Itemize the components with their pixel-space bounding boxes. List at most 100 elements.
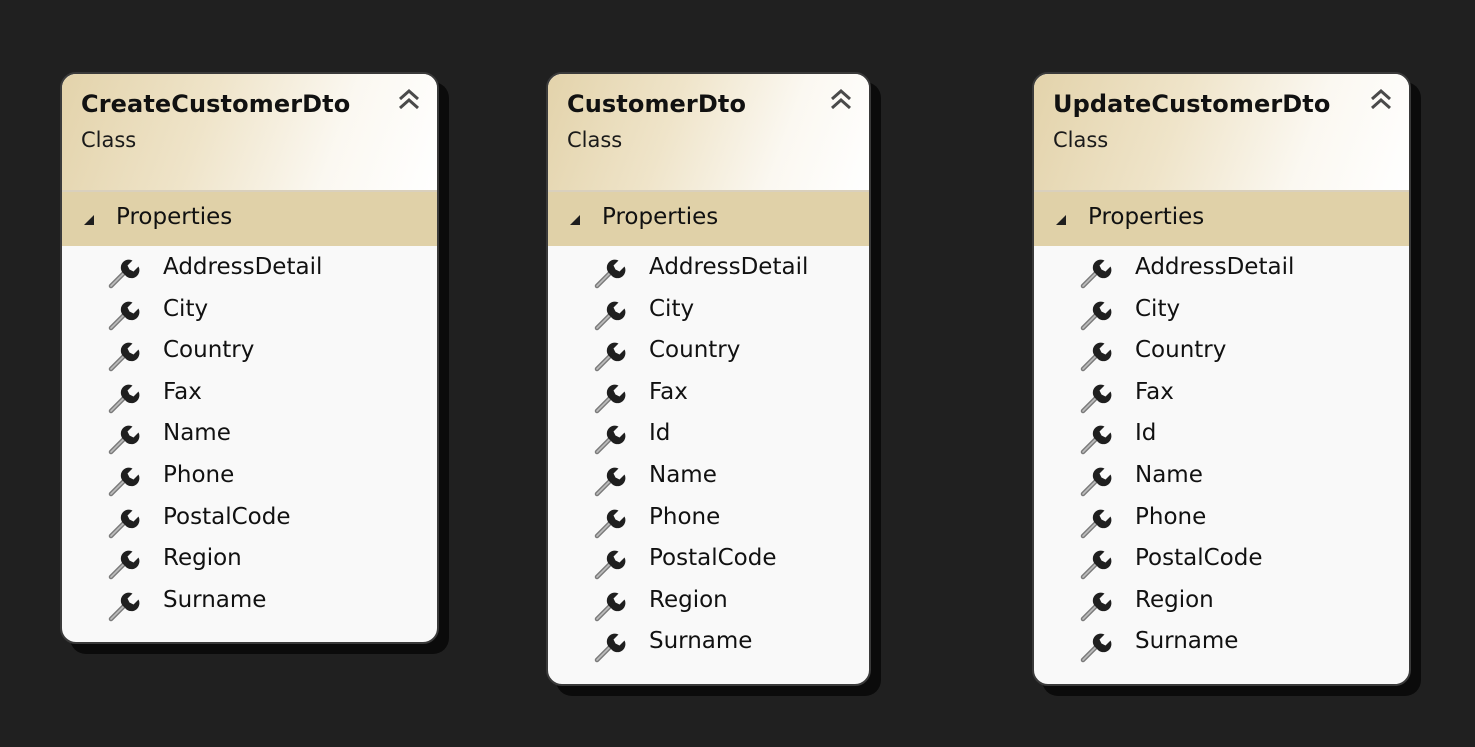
property-name: Phone [1135,503,1207,530]
property-name: Country [163,337,255,364]
wrench-icon [592,627,628,663]
wrench-icon [1078,378,1114,414]
wrench-icon [592,419,628,455]
class-header[interactable]: UpdateCustomerDto Class [1034,74,1409,192]
expanded-triangle-icon[interactable] [567,212,583,228]
wrench-icon [592,503,628,539]
property-item[interactable]: Id [548,414,869,456]
property-item[interactable]: AddressDetail [548,248,869,290]
property-name: Phone [163,461,235,488]
property-item[interactable]: Phone [62,456,437,498]
property-name: Region [649,586,728,613]
property-item[interactable]: Surname [1034,622,1409,664]
wrench-icon [1078,295,1114,331]
wrench-icon [106,503,142,539]
property-item[interactable]: Country [548,331,869,373]
property-item[interactable]: PostalCode [548,539,869,581]
class-kind: Class [81,128,137,152]
property-item[interactable]: AddressDetail [62,248,437,290]
section-header-properties[interactable]: Properties [62,192,437,246]
class-header[interactable]: CreateCustomerDto Class [62,74,437,192]
property-item[interactable]: Fax [1034,373,1409,415]
property-item[interactable]: Country [1034,331,1409,373]
wrench-icon [1078,503,1114,539]
expanded-triangle-icon[interactable] [1053,212,1069,228]
property-name: Id [649,420,671,447]
property-name: Surname [649,628,753,655]
property-name: Country [649,337,741,364]
property-name: Name [649,461,717,488]
property-name: Region [163,545,242,572]
wrench-icon [592,253,628,289]
wrench-icon [592,336,628,372]
property-item[interactable]: Region [1034,581,1409,623]
property-item[interactable]: Name [1034,456,1409,498]
wrench-icon [1078,336,1114,372]
wrench-icon [592,544,628,580]
wrench-icon [1078,627,1114,663]
double-chevron-up-icon[interactable] [395,86,423,114]
property-name: Name [163,420,231,447]
wrench-icon [1078,461,1114,497]
wrench-icon [592,461,628,497]
class-name: CreateCustomerDto [81,90,351,118]
property-item[interactable]: Fax [548,373,869,415]
wrench-icon [1078,253,1114,289]
property-name: Fax [649,378,688,405]
property-name: Phone [649,503,721,530]
property-name: City [163,295,209,322]
property-item[interactable]: Region [548,581,869,623]
section-header-properties[interactable]: Properties [1034,192,1409,246]
property-name: AddressDetail [163,254,323,280]
property-item[interactable]: City [62,290,437,332]
property-name: PostalCode [1135,545,1263,572]
class-box-createcustomerdto[interactable]: CreateCustomerDto Class Properties Addre… [60,72,439,644]
property-item[interactable]: Phone [548,498,869,540]
double-chevron-up-icon[interactable] [1367,86,1395,114]
wrench-icon [106,544,142,580]
double-chevron-up-icon[interactable] [827,86,855,114]
section-title: Properties [116,204,233,230]
property-item[interactable]: City [1034,290,1409,332]
property-name: AddressDetail [649,254,809,280]
wrench-icon [106,419,142,455]
section-title: Properties [1088,204,1205,230]
wrench-icon [1078,544,1114,580]
class-box-updatecustomerdto[interactable]: UpdateCustomerDto Class Properties Addre… [1032,72,1411,686]
property-item[interactable]: AddressDetail [1034,248,1409,290]
section-header-properties[interactable]: Properties [548,192,869,246]
property-item[interactable]: Surname [62,581,437,623]
property-item[interactable]: PostalCode [1034,539,1409,581]
property-item[interactable]: Name [62,414,437,456]
property-name: City [649,295,695,322]
property-item[interactable]: Surname [548,622,869,664]
wrench-icon [592,586,628,622]
property-item[interactable]: Fax [62,373,437,415]
wrench-icon [106,378,142,414]
property-item[interactable]: City [548,290,869,332]
property-name: Id [1135,420,1157,447]
property-item[interactable]: Name [548,456,869,498]
wrench-icon [106,586,142,622]
wrench-icon [592,378,628,414]
property-name: PostalCode [649,545,777,572]
property-name: Name [1135,461,1203,488]
property-name: City [1135,295,1181,322]
class-box-customerdto[interactable]: CustomerDto Class Properties AddressDeta… [546,72,871,686]
expanded-triangle-icon[interactable] [81,212,97,228]
property-item[interactable]: Phone [1034,498,1409,540]
wrench-icon [592,295,628,331]
property-item[interactable]: Id [1034,414,1409,456]
section-title: Properties [602,204,719,230]
property-item[interactable]: Country [62,331,437,373]
property-item[interactable]: Region [62,539,437,581]
property-item[interactable]: PostalCode [62,498,437,540]
class-header[interactable]: CustomerDto Class [548,74,869,192]
wrench-icon [1078,419,1114,455]
property-name: Fax [1135,378,1174,405]
class-name: CustomerDto [567,90,747,118]
class-kind: Class [1053,128,1109,152]
